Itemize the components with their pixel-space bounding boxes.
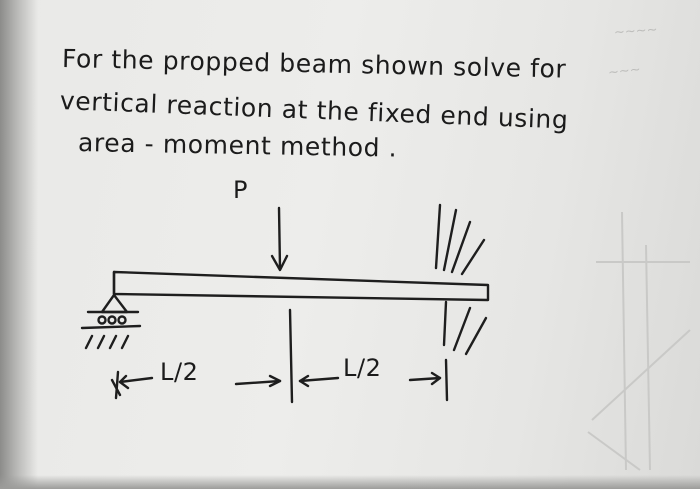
fixed-support-hatch [434,203,488,356]
left-span-label: L/2 [160,358,199,386]
beam [112,270,490,302]
right-span-label: L/2 [343,354,382,382]
bleed-through-lines [587,211,691,471]
load-arrow [277,206,282,270]
roller-support [80,293,142,350]
load-label: P [233,176,249,204]
dimension-line [110,308,449,404]
page-bottom-shadow [0,475,700,489]
page-edge-shadow [0,0,38,489]
